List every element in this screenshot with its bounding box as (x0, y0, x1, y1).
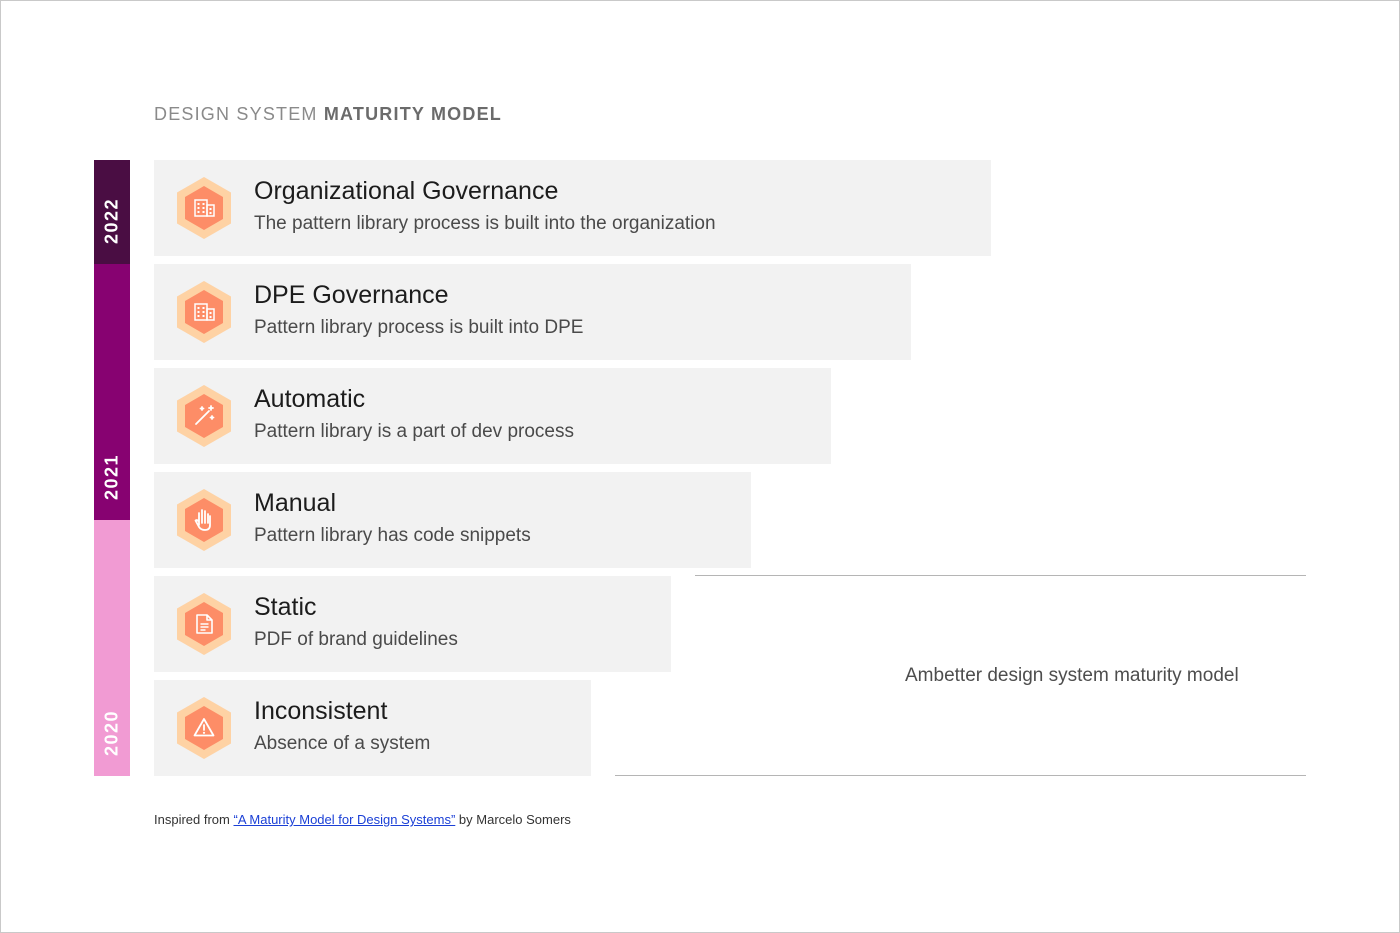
title-light: DESIGN SYSTEM (154, 104, 318, 124)
step-dpe-governance: DPE Governance Pattern library process i… (154, 264, 911, 360)
attribution: Inspired from “A Maturity Model for Desi… (154, 812, 571, 827)
step-automatic: Automatic Pattern library is a part of d… (154, 368, 831, 464)
diagram-caption: Ambetter design system maturity model (905, 665, 1239, 686)
step-name: Automatic (254, 385, 366, 413)
warning-icon (177, 697, 231, 759)
step-name: Organizational Governance (254, 177, 559, 205)
magic-wand-icon (177, 385, 231, 447)
year-band-2020: 2020 (94, 520, 130, 776)
document-icon (177, 593, 231, 655)
step-description: Pattern library process is built into DP… (254, 317, 584, 338)
year-label-2020: 2020 (101, 709, 122, 756)
step-description: Pattern library has code snippets (254, 525, 531, 546)
step-name: Manual (254, 489, 336, 517)
building-icon (177, 177, 231, 239)
year-label-2021: 2021 (101, 453, 122, 500)
year-band-2022: 2022 (94, 160, 130, 264)
source-article-link[interactable]: “A Maturity Model for Design Systems” (233, 812, 456, 827)
step-organizational-governance: Organizational Governance The pattern li… (154, 160, 991, 256)
step-name: Inconsistent (254, 697, 388, 725)
hand-icon (177, 489, 231, 551)
step-description: PDF of brand guidelines (254, 629, 458, 650)
year-band-2021: 2021 (94, 264, 130, 520)
attribution-prefix: Inspired from (154, 812, 230, 827)
attribution-suffix: by Marcelo Somers (458, 812, 571, 827)
step-name: Static (254, 593, 317, 621)
caption-divider-top (695, 575, 1306, 576)
step-inconsistent: Inconsistent Absence of a system (154, 680, 591, 776)
caption-divider-bottom (615, 775, 1306, 776)
building-icon (177, 281, 231, 343)
step-name: DPE Governance (254, 281, 449, 309)
step-manual: Manual Pattern library has code snippets (154, 472, 751, 568)
page-title: DESIGN SYSTEM MATURITY MODEL (154, 104, 502, 125)
title-strong: MATURITY MODEL (323, 104, 502, 124)
step-description: The pattern library process is built int… (254, 213, 716, 234)
step-description: Pattern library is a part of dev process (254, 421, 574, 442)
step-static: Static PDF of brand guidelines (154, 576, 671, 672)
year-label-2022: 2022 (101, 197, 122, 244)
step-description: Absence of a system (254, 733, 431, 754)
